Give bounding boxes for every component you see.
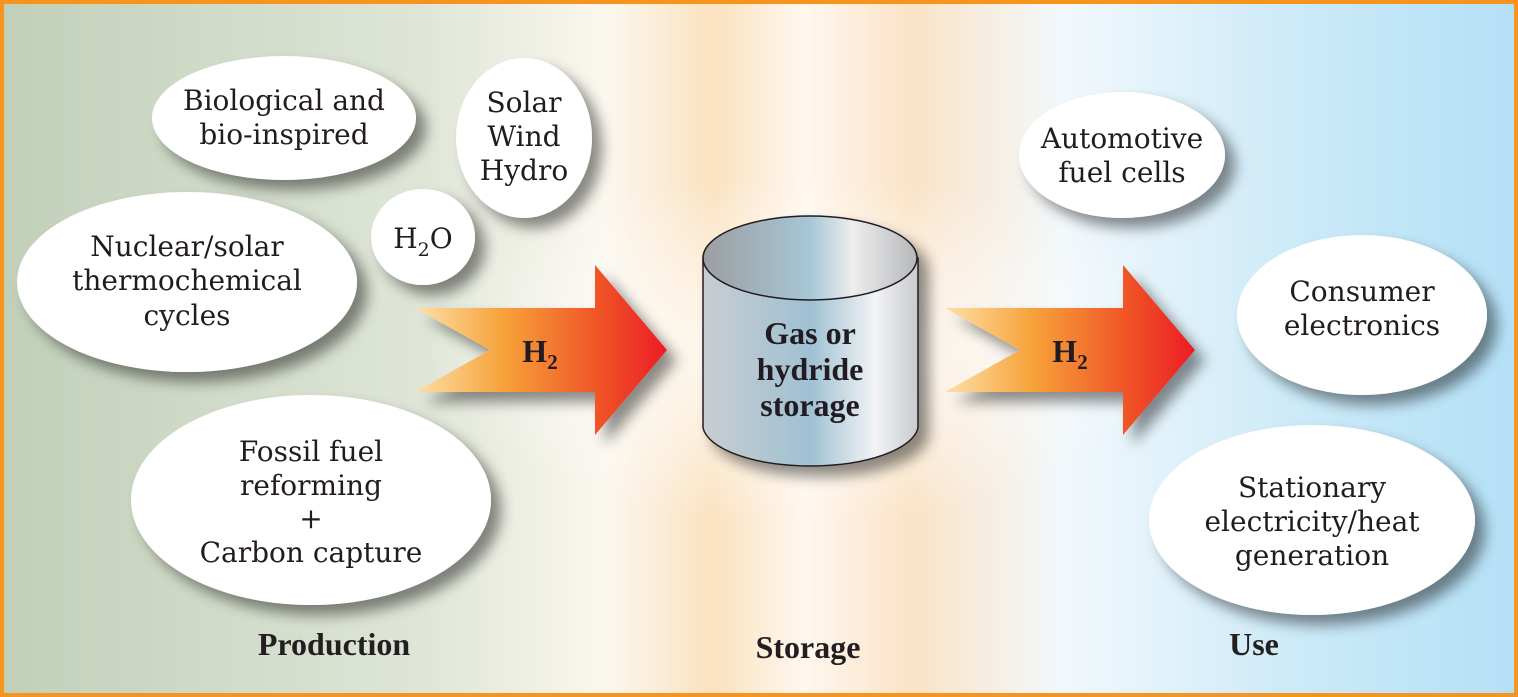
section-label-use: Use — [1229, 626, 1279, 662]
bubble-fossil: Fossil fuel reforming + Carbon capture — [131, 395, 491, 605]
bubble-water: H2O — [371, 189, 475, 285]
svg-text:Automotive: Automotive — [1040, 122, 1203, 155]
svg-text:Hydro: Hydro — [480, 154, 568, 187]
bubble-nuclear: Nuclear/solar thermochemical cycles — [17, 192, 357, 372]
svg-text:H2O: H2O — [393, 222, 452, 261]
svg-text:Stationary: Stationary — [1238, 471, 1386, 504]
svg-text:Biological and: Biological and — [183, 84, 385, 117]
bubble-consumer: Consumer electronics — [1237, 235, 1487, 395]
section-label-storage: Storage — [756, 629, 861, 665]
section-label-production: Production — [258, 626, 411, 662]
svg-text:bio-inspired: bio-inspired — [199, 118, 368, 151]
svg-text:Solar: Solar — [486, 86, 562, 119]
svg-text:cycles: cycles — [143, 299, 230, 332]
svg-text:fuel cells: fuel cells — [1058, 156, 1185, 189]
svg-text:+: + — [299, 502, 322, 535]
svg-text:Carbon capture: Carbon capture — [200, 536, 423, 569]
svg-text:Fossil fuel: Fossil fuel — [239, 435, 383, 468]
svg-text:hydride: hydride — [757, 351, 864, 387]
svg-text:H2: H2 — [522, 333, 557, 374]
svg-text:Gas or: Gas or — [764, 315, 856, 351]
svg-text:Nuclear/solar: Nuclear/solar — [90, 230, 284, 263]
svg-text:Wind: Wind — [487, 120, 560, 153]
svg-text:storage: storage — [760, 387, 860, 423]
h2-arrow-storage-to-use: H2 — [945, 265, 1195, 435]
svg-text:H2: H2 — [1052, 333, 1087, 374]
svg-text:thermochemical: thermochemical — [72, 264, 302, 297]
bubble-stationary: Stationary electricity/heat generation — [1149, 425, 1475, 615]
bubble-automotive: Automotive fuel cells — [1019, 92, 1225, 218]
h2-arrow-production-to-storage: H2 — [415, 265, 667, 435]
svg-text:generation: generation — [1235, 539, 1389, 572]
svg-text:electricity/heat: electricity/heat — [1204, 505, 1420, 538]
svg-text:Consumer: Consumer — [1289, 275, 1435, 308]
bubble-biological: Biological and bio-inspired — [152, 56, 416, 180]
svg-text:electronics: electronics — [1284, 309, 1440, 342]
bubble-renewables: Solar Wind Hydro — [456, 58, 592, 218]
storage-tank: Gas or hydride storage — [702, 215, 919, 467]
svg-text:reforming: reforming — [240, 469, 382, 502]
